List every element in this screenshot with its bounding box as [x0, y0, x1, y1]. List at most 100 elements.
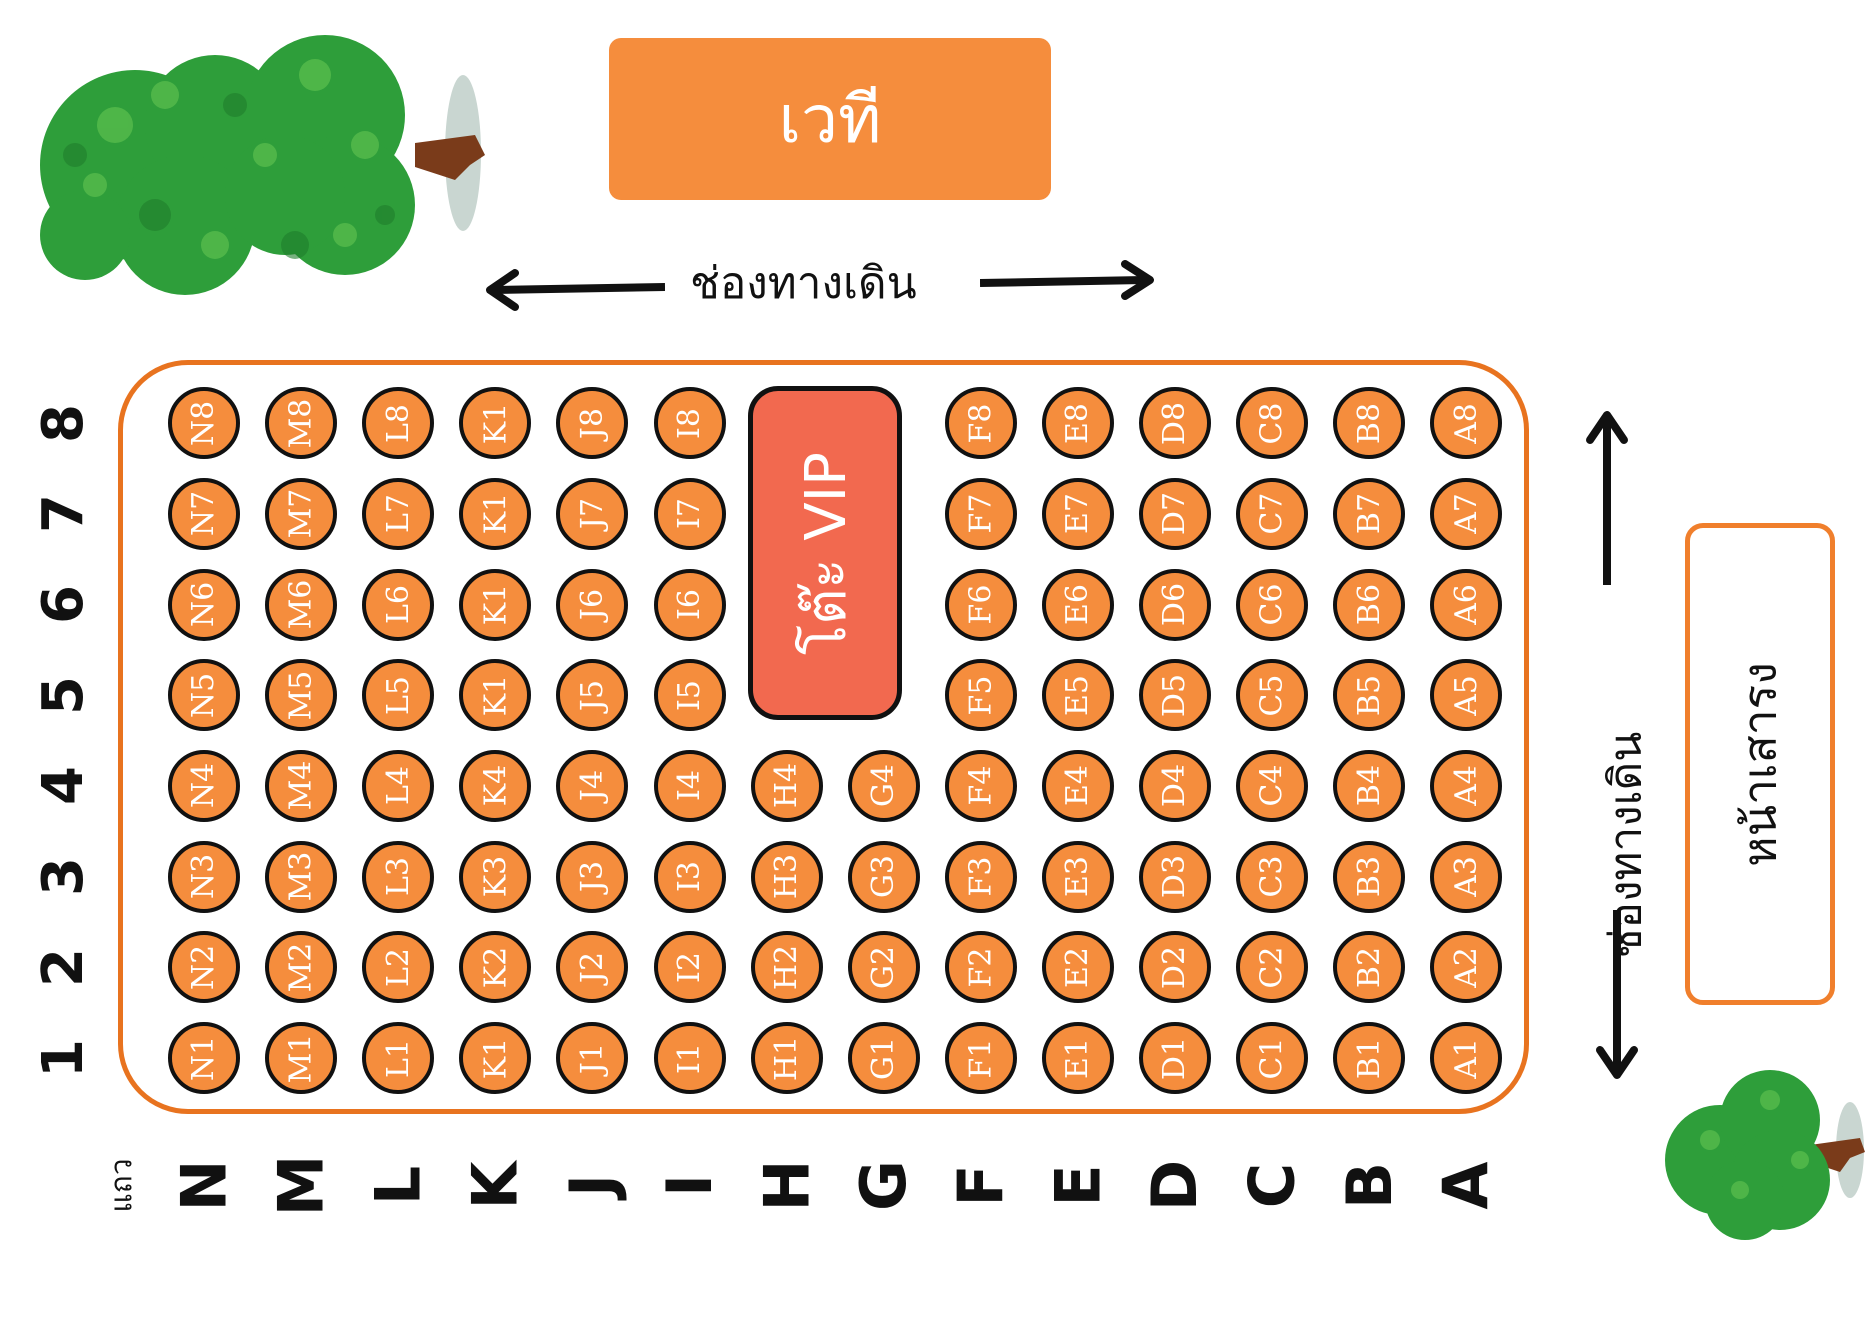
seat-A2[interactable]: A2 — [1430, 931, 1503, 1004]
seat-M5[interactable]: M5 — [265, 659, 338, 732]
seat-C4[interactable]: C4 — [1236, 749, 1309, 822]
seat-N1[interactable]: N1 — [168, 1022, 240, 1094]
seat-D4[interactable]: D4 — [1139, 749, 1211, 822]
seat-C2[interactable]: C2 — [1236, 931, 1309, 1004]
seat-H1[interactable]: H1 — [750, 1022, 823, 1094]
seat-M2[interactable]: M2 — [265, 931, 338, 1004]
seat-I6[interactable]: I6 — [653, 568, 726, 641]
seat-N2[interactable]: N2 — [168, 931, 240, 1004]
seat-C8[interactable]: C8 — [1236, 387, 1309, 460]
seat-C1[interactable]: C1 — [1236, 1022, 1309, 1094]
seat-M1[interactable]: M1 — [265, 1022, 338, 1094]
seat-A3[interactable]: A3 — [1430, 840, 1503, 913]
seat-F6[interactable]: F6 — [944, 568, 1017, 641]
seat-L5[interactable]: L5 — [362, 659, 435, 732]
seat-M7[interactable]: M7 — [265, 477, 338, 550]
seat-F8[interactable]: F8 — [944, 387, 1017, 460]
seat-A6[interactable]: A6 — [1430, 568, 1503, 641]
seat-E8[interactable]: E8 — [1041, 387, 1114, 460]
seat-D5[interactable]: D5 — [1139, 659, 1211, 732]
seat-L4[interactable]: L4 — [362, 749, 435, 822]
seat-I2[interactable]: I2 — [653, 931, 726, 1004]
seat-F4[interactable]: F4 — [944, 749, 1017, 822]
seat-G1[interactable]: G1 — [847, 1022, 920, 1094]
seat-J2[interactable]: J2 — [556, 931, 629, 1004]
seat-B4[interactable]: B4 — [1333, 749, 1406, 822]
seat-G2[interactable]: G2 — [847, 931, 920, 1004]
seat-J7[interactable]: J7 — [556, 477, 629, 550]
seat-I8[interactable]: I8 — [653, 387, 726, 460]
seat-N7[interactable]: N7 — [168, 477, 240, 550]
seat-B3[interactable]: B3 — [1333, 840, 1406, 913]
seat-L7[interactable]: L7 — [362, 477, 435, 550]
seat-M3[interactable]: M3 — [265, 840, 338, 913]
seat-K6[interactable]: K1 — [459, 568, 532, 641]
seat-I5[interactable]: I5 — [653, 659, 726, 732]
seat-M4[interactable]: M4 — [265, 749, 338, 822]
seat-I1[interactable]: I1 — [653, 1022, 726, 1094]
seat-M8[interactable]: M8 — [265, 387, 338, 460]
seat-C5[interactable]: C5 — [1236, 659, 1309, 732]
seat-A4[interactable]: A4 — [1430, 749, 1503, 822]
seat-E7[interactable]: E7 — [1041, 477, 1114, 550]
seat-F2[interactable]: F2 — [944, 931, 1017, 1004]
seat-K8[interactable]: K1 — [459, 387, 532, 460]
seat-K3[interactable]: K3 — [459, 840, 532, 913]
seat-K2[interactable]: K2 — [459, 931, 532, 1004]
seat-J3[interactable]: J3 — [556, 840, 629, 913]
seat-L6[interactable]: L6 — [362, 568, 435, 641]
seat-L3[interactable]: L3 — [362, 840, 435, 913]
seat-J8[interactable]: J8 — [556, 387, 629, 460]
seat-E6[interactable]: E6 — [1041, 568, 1114, 641]
seat-K5[interactable]: K1 — [459, 659, 532, 732]
seat-D6[interactable]: D6 — [1139, 568, 1211, 641]
seat-E3[interactable]: E3 — [1041, 840, 1114, 913]
seat-I3[interactable]: I3 — [653, 840, 726, 913]
seat-D3[interactable]: D3 — [1139, 840, 1211, 913]
seat-G3[interactable]: G3 — [847, 840, 920, 913]
seat-F5[interactable]: F5 — [944, 659, 1017, 732]
seat-D7[interactable]: D7 — [1139, 477, 1211, 550]
seat-B1[interactable]: B1 — [1333, 1022, 1406, 1094]
seat-E1[interactable]: E1 — [1041, 1022, 1114, 1094]
seat-L1[interactable]: L1 — [362, 1022, 435, 1094]
seat-I4[interactable]: I4 — [653, 749, 726, 822]
seat-J1[interactable]: J1 — [556, 1022, 629, 1094]
seat-N6[interactable]: N6 — [168, 568, 240, 641]
seat-A7[interactable]: A7 — [1430, 477, 1503, 550]
seat-F7[interactable]: F7 — [944, 477, 1017, 550]
seat-E4[interactable]: E4 — [1041, 749, 1114, 822]
seat-H3[interactable]: H3 — [750, 840, 823, 913]
seat-E5[interactable]: E5 — [1041, 659, 1114, 732]
seat-B8[interactable]: B8 — [1333, 387, 1406, 460]
seat-D8[interactable]: D8 — [1139, 387, 1211, 460]
seat-C3[interactable]: C3 — [1236, 840, 1309, 913]
seat-A5[interactable]: A5 — [1430, 659, 1503, 732]
seat-K4[interactable]: K4 — [459, 749, 532, 822]
seat-L8[interactable]: L8 — [362, 387, 435, 460]
seat-L2[interactable]: L2 — [362, 931, 435, 1004]
seat-M6[interactable]: M6 — [265, 568, 338, 641]
seat-G4[interactable]: G4 — [847, 749, 920, 822]
seat-F1[interactable]: F1 — [944, 1022, 1017, 1094]
seat-A1[interactable]: A1 — [1430, 1022, 1503, 1094]
seat-J4[interactable]: J4 — [556, 749, 629, 822]
seat-A8[interactable]: A8 — [1430, 387, 1503, 460]
seat-H4[interactable]: H4 — [750, 749, 823, 822]
seat-J6[interactable]: J6 — [556, 568, 629, 641]
seat-K7[interactable]: K1 — [459, 477, 532, 550]
seat-N8[interactable]: N8 — [168, 387, 240, 460]
seat-N5[interactable]: N5 — [168, 659, 240, 732]
seat-J5[interactable]: J5 — [556, 659, 629, 732]
seat-D2[interactable]: D2 — [1139, 931, 1211, 1004]
seat-E2[interactable]: E2 — [1041, 931, 1114, 1004]
seat-N4[interactable]: N4 — [168, 749, 240, 822]
seat-B5[interactable]: B5 — [1333, 659, 1406, 732]
seat-D1[interactable]: D1 — [1139, 1022, 1211, 1094]
seat-K1[interactable]: K1 — [459, 1022, 532, 1094]
seat-N3[interactable]: N3 — [168, 840, 240, 913]
seat-B7[interactable]: B7 — [1333, 477, 1406, 550]
vip-table[interactable]: โต๊ะ VIP — [748, 386, 902, 720]
seat-B2[interactable]: B2 — [1333, 931, 1406, 1004]
seat-F3[interactable]: F3 — [944, 840, 1017, 913]
